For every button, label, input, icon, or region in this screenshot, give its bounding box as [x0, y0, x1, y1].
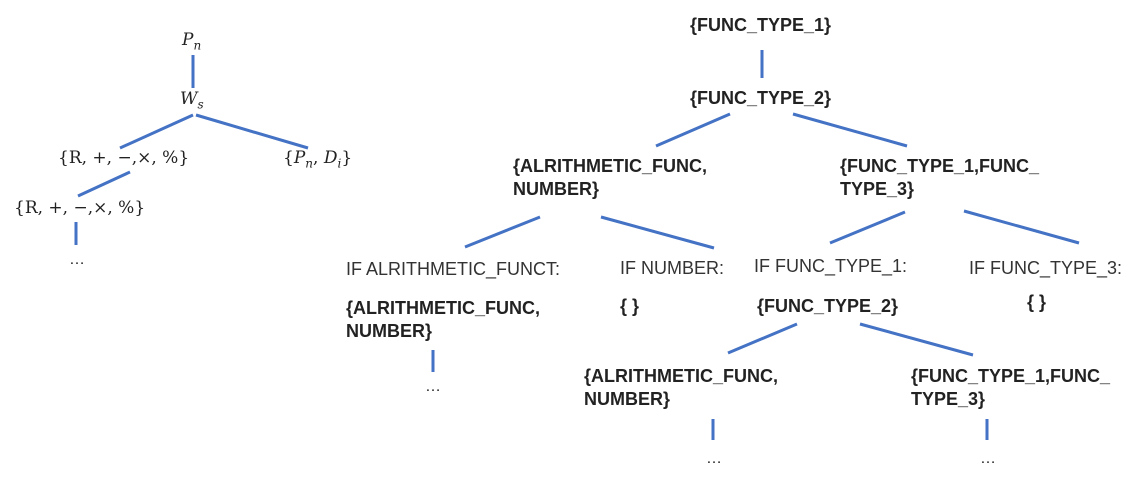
node-operators-set: {R, +, −,×, %} [58, 148, 190, 168]
node-empty-number: { } [620, 296, 640, 316]
edge-ft2-alrith3 [727, 322, 798, 355]
node-alrithmetic-number-2: {ALRITHMETIC_FUNC, NUMBER} [346, 298, 540, 341]
node-func-type-2: {FUNC_TYPE_2} [690, 88, 832, 108]
edge-func13-condft1 [829, 210, 906, 245]
edge-ws-pndi [195, 113, 309, 150]
node-func-type-1-root: {FUNC_TYPE_1} [690, 15, 832, 35]
edge-level2-alrith [655, 112, 731, 148]
edge-level2-func13 [792, 112, 908, 148]
alrith3-ellipsis: … [706, 450, 722, 467]
node-func-type-1-3-b: {FUNC_TYPE_1,FUNC_ TYPE_3} [911, 366, 1111, 409]
node-empty-ft3: { } [1027, 292, 1047, 312]
cond-alrithmetic: IF ALRITHMETIC_FUNCT: [346, 259, 561, 279]
node-pn-di-set: {Pn, Di} [283, 148, 353, 171]
edge-ft2-func13b [859, 322, 974, 357]
cond-func-type-1: IF FUNC_TYPE_1: [754, 256, 908, 276]
node-func-type-2-b: {FUNC_TYPE_2} [757, 296, 899, 316]
edge-alrith-condalrith [464, 215, 541, 249]
edge-func13-condft3 [963, 209, 1080, 245]
edge-alrith-condnumber [600, 215, 715, 250]
node-pn: Pn [182, 30, 202, 53]
node-alrithmetic-number-3: {ALRITHMETIC_FUNC, NUMBER} [584, 366, 778, 409]
node-ws: Ws [180, 89, 204, 112]
edge-ws-ops [119, 113, 194, 150]
node-alrithmetic-number: {ALRITHMETIC_FUNC, NUMBER} [513, 156, 707, 199]
edge-ops-ops2 [77, 170, 131, 198]
node-func-type-1-3: {FUNC_TYPE_1,FUNC_ TYPE_3} [840, 156, 1040, 199]
cond-number: IF NUMBER: [620, 258, 725, 278]
alrith2-ellipsis: … [425, 378, 441, 395]
func13b-ellipsis: … [980, 450, 996, 467]
cond-func-type-3: IF FUNC_TYPE_3: [969, 258, 1123, 278]
node-operators-set-2: {R, +, −,×, %} [14, 198, 146, 218]
left-ellipsis: … [69, 251, 85, 268]
